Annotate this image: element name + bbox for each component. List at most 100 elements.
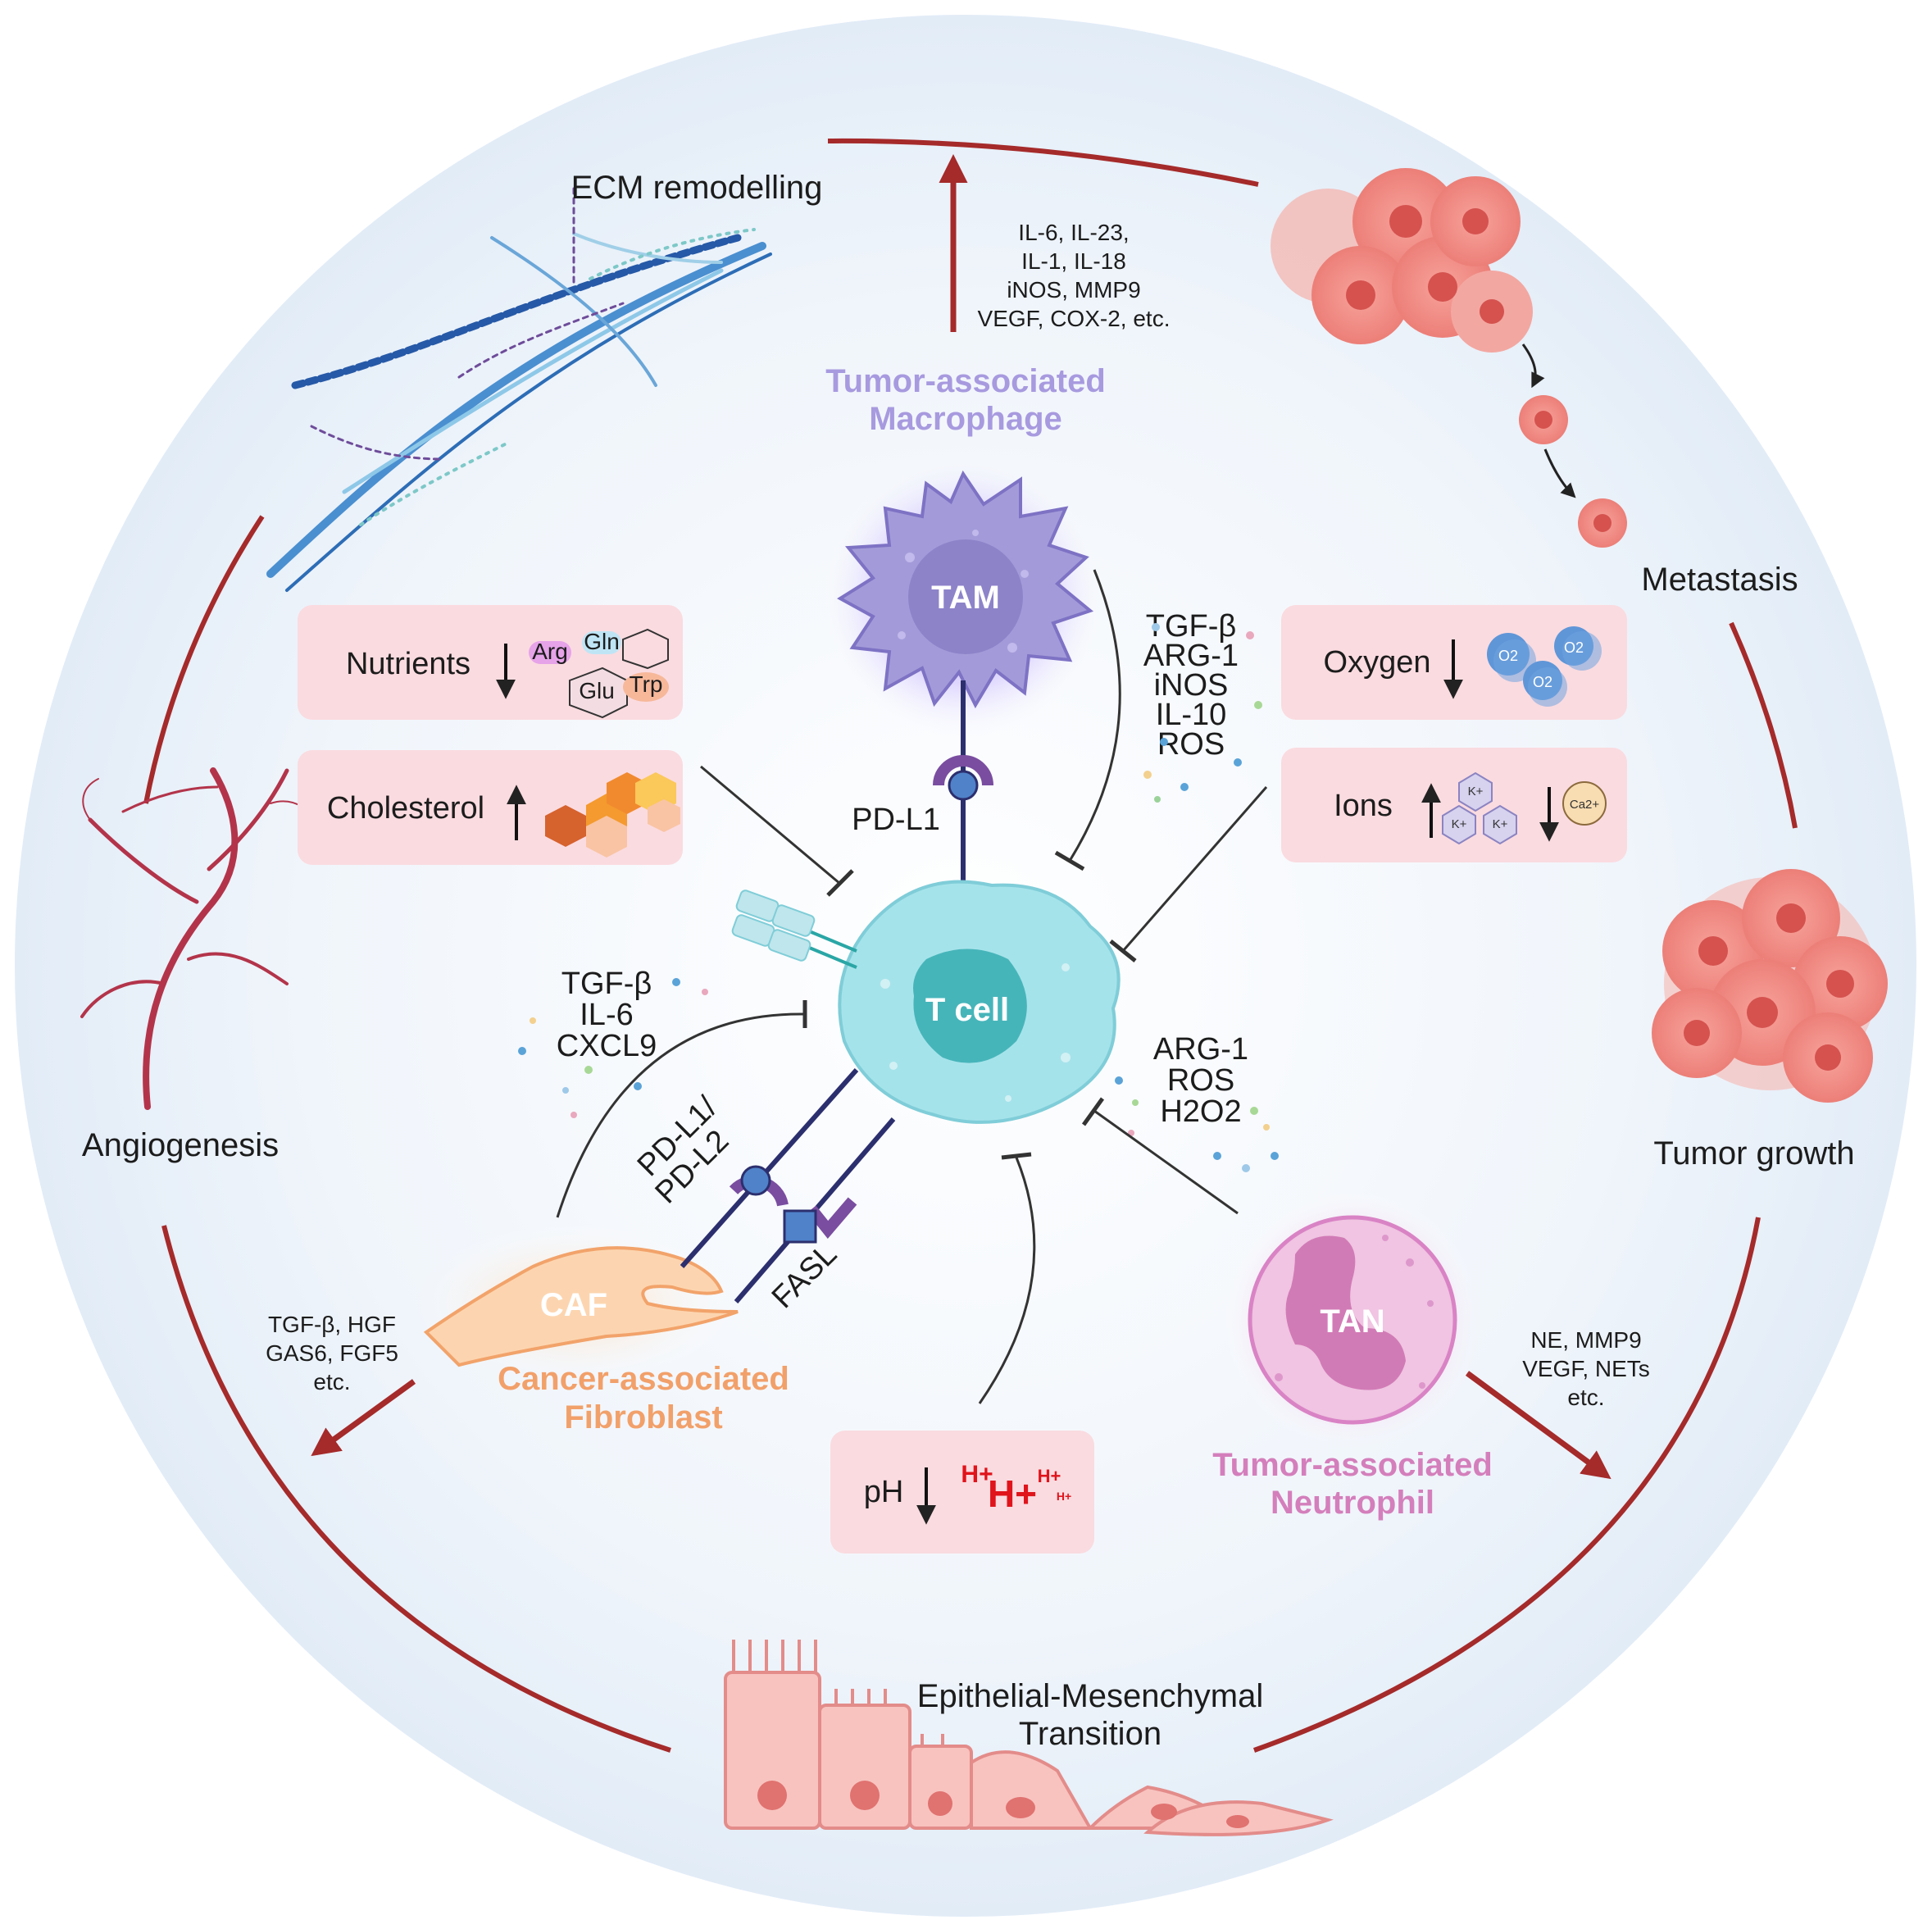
tan-cell: TAN: [1221, 1189, 1484, 1451]
svg-text:ARG-1: ARG-1: [1153, 1032, 1248, 1067]
emt-epithelial-cells: [724, 1640, 1334, 1836]
metastasis-arrows: [1521, 343, 1576, 498]
caf-to-angiogenesis-arrow: [311, 1379, 416, 1457]
arc-top: [827, 138, 1259, 187]
svg-text:H+: H+: [1057, 1490, 1071, 1503]
svg-text:H+: H+: [988, 1472, 1037, 1515]
angiogenesis-label: Angiogenesis: [82, 1127, 279, 1163]
calcium-ion: [1562, 781, 1607, 826]
primary-tumor-cluster: [1271, 168, 1533, 353]
svg-text:VEGF, NETs: VEGF, NETs: [1522, 1356, 1650, 1381]
tcell: T cell: [838, 880, 1121, 1124]
caf-pdl1-ligand: [680, 1068, 859, 1268]
ph-box: pH H+ H+ H+ H+: [830, 1431, 1094, 1554]
tam-label: TAM: [931, 580, 1000, 616]
tan-label: TAN: [1320, 1303, 1384, 1340]
svg-text:Trp: Trp: [630, 671, 663, 697]
tam-title-line2: Macrophage: [869, 401, 1062, 437]
caf-fasl-ligand: [734, 1117, 896, 1303]
tam-pdl1-ligand: [933, 680, 993, 889]
arc-bottom-left: [161, 1225, 671, 1753]
svg-text:iNOS: iNOS: [1154, 668, 1229, 703]
box-inhibition-lines: [700, 765, 1268, 1404]
tan-pro-tumor-factors: NE, MMP9 VEGF, NETs etc.: [1522, 1327, 1650, 1410]
nutrients-box: Nutrients Arg Gln Glu Trp: [298, 605, 683, 720]
oxygen-molecules: O2 O2 O2: [1487, 626, 1602, 707]
tam-cell: TAM: [820, 453, 1107, 740]
tcr-receptor: [731, 889, 857, 969]
tan-to-tumor-arrow: [1465, 1371, 1612, 1480]
caf-suppressive-factors: TGF-β IL-6 CXCL9: [557, 967, 657, 1063]
svg-text:Glu: Glu: [579, 678, 615, 703]
svg-text:Ca2+: Ca2+: [1570, 798, 1600, 812]
svg-text:iNOS, MMP9: iNOS, MMP9: [1007, 277, 1140, 303]
svg-text:IL-1, IL-18: IL-1, IL-18: [1021, 248, 1126, 274]
tan-title-line1: Tumor-associated: [1212, 1447, 1493, 1483]
svg-text:IL-10: IL-10: [1156, 698, 1227, 732]
svg-text:IL-6, IL-23,: IL-6, IL-23,: [1018, 220, 1129, 245]
emt-label-line2: Transition: [1019, 1716, 1161, 1752]
arc-left: [143, 515, 265, 804]
cholesterol-box: Cholesterol: [298, 750, 683, 865]
svg-text:ROS: ROS: [1157, 727, 1225, 762]
tam-suppressive-factors: TGF-β ARG-1 iNOS IL-10 ROS: [1143, 609, 1239, 762]
svg-text:H+: H+: [1038, 1466, 1061, 1486]
caf-secreted-dots: [518, 978, 708, 1118]
circulating-tumor-cells: [1519, 395, 1627, 548]
emt-label-line1: Epithelial-Mesenchymal: [917, 1678, 1263, 1714]
svg-text:Arg: Arg: [532, 639, 568, 664]
caf-title-line1: Cancer-associated: [498, 1361, 789, 1397]
tumor-growth-cluster: [1652, 869, 1888, 1103]
tam-inhibition-line: [1068, 569, 1121, 862]
oxygen-label: Oxygen: [1324, 645, 1431, 680]
tan-inhibition-line: [1093, 1109, 1239, 1215]
ph-inhibition-line: [978, 1157, 1036, 1404]
tam-pro-tumor-factors: IL-6, IL-23, IL-1, IL-18 iNOS, MMP9 VEGF…: [978, 220, 1171, 331]
svg-text:O2: O2: [1533, 674, 1552, 690]
svg-text:TGF-β: TGF-β: [1146, 609, 1237, 644]
tumor-growth-label: Tumor growth: [1653, 1135, 1854, 1172]
cholesterol-label: Cholesterol: [327, 791, 484, 826]
tam-pdl1-label: PD-L1: [852, 803, 940, 837]
tan-inhibition-bar: [1081, 1097, 1105, 1126]
tam-title-line1: Tumor-associated: [825, 363, 1106, 399]
caf-label: CAF: [540, 1287, 607, 1323]
tan-suppressive-factors: ARG-1 ROS H2O2: [1153, 1032, 1248, 1129]
cholesterol-inhibition-line: [700, 765, 841, 885]
ecm-label: ECM remodelling: [571, 170, 823, 206]
potassium-ions: [1442, 771, 1517, 845]
caf-title-line2: Fibroblast: [564, 1399, 722, 1435]
nutrients-label: Nutrients: [346, 647, 470, 681]
svg-text:K+: K+: [1468, 785, 1484, 798]
tam-inhibition-bar: [1054, 850, 1085, 871]
svg-text:O2: O2: [1564, 639, 1584, 656]
pro-tumor-arrows: [311, 154, 1612, 1480]
svg-text:VEGF, COX-2, etc.: VEGF, COX-2, etc.: [978, 306, 1171, 331]
caf-pro-tumor-factors: TGF-β, HGF GAS6, FGF5 etc.: [266, 1312, 398, 1394]
arc-right-lower: [1252, 1217, 1761, 1753]
svg-text:IL-6: IL-6: [580, 998, 633, 1032]
oxygen-box: Oxygen O2 O2 O2: [1281, 605, 1627, 720]
svg-text:NE, MMP9: NE, MMP9: [1530, 1327, 1641, 1353]
blood-vessels-illustration: [80, 767, 325, 1110]
proton-symbols: H+ H+ H+ H+: [961, 1461, 1071, 1515]
ph-label: pH: [864, 1475, 904, 1509]
svg-text:H2O2: H2O2: [1160, 1094, 1241, 1129]
ions-inhibition-line: [1121, 786, 1268, 952]
caf-inhibition-line: [556, 1012, 804, 1218]
arc-right-upper: [1729, 621, 1798, 829]
ions-box: Ions K+ K+ K+ Ca2+: [1281, 748, 1627, 862]
svg-text:TGF-β, HGF: TGF-β, HGF: [268, 1312, 396, 1337]
svg-text:GAS6, FGF5: GAS6, FGF5: [266, 1340, 398, 1366]
svg-text:Gln: Gln: [584, 629, 620, 654]
tcell-label: T cell: [925, 992, 1009, 1028]
svg-text:etc.: etc.: [313, 1369, 350, 1394]
svg-text:CXCL9: CXCL9: [557, 1029, 657, 1063]
tan-title-line2: Neutrophil: [1271, 1485, 1434, 1521]
svg-text:O2: O2: [1498, 648, 1518, 664]
svg-text:etc.: etc.: [1567, 1385, 1604, 1410]
svg-text:H+: H+: [961, 1461, 993, 1488]
tam-secreted-dots: [1143, 623, 1262, 803]
svg-text:K+: K+: [1452, 817, 1467, 831]
